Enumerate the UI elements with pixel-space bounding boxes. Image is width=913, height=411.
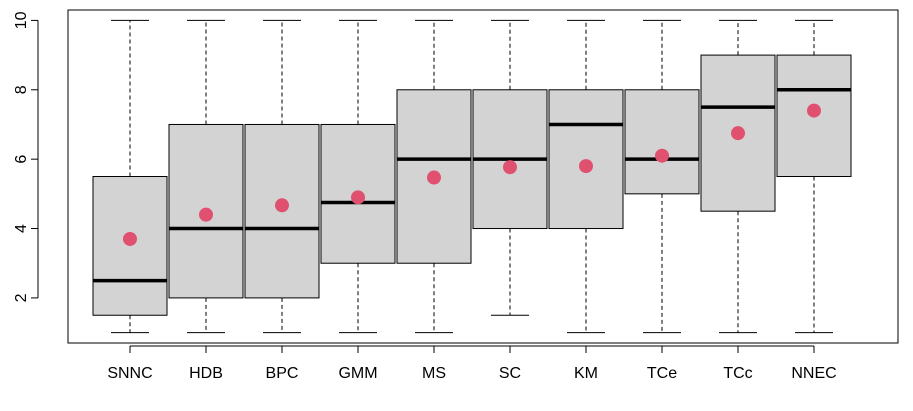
mean-marker — [275, 198, 289, 213]
box-group-ms — [396, 19, 472, 334]
x-tick-label: NNEC — [791, 365, 836, 382]
x-tick-label: HDB — [189, 365, 223, 382]
x-tick-label: SNNC — [107, 365, 152, 382]
x-tick-label: BPC — [266, 365, 299, 382]
x-tick-label: SC — [499, 365, 521, 382]
y-tick-label: 4 — [13, 224, 30, 233]
mean-marker — [427, 170, 441, 185]
y-tick-label: 6 — [13, 155, 30, 164]
box-group-sc — [472, 19, 548, 316]
x-tick-label: GMM — [338, 365, 377, 382]
box-group-tce — [624, 19, 700, 334]
mean-marker — [579, 159, 593, 174]
mean-marker — [807, 103, 821, 118]
x-tick-label: MS — [422, 365, 446, 382]
y-tick-label: 2 — [13, 293, 30, 302]
box-group-km — [548, 19, 624, 334]
iqr-box — [624, 89, 700, 195]
mean-marker — [731, 126, 745, 141]
mean-marker — [199, 207, 213, 222]
box-group-bpc — [244, 19, 320, 334]
x-tick-label: TCe — [647, 365, 677, 382]
plot-area — [92, 19, 852, 334]
x-tick-label: KM — [574, 365, 598, 382]
x-tick-label: TCc — [723, 365, 752, 382]
mean-marker — [655, 148, 669, 163]
mean-marker — [503, 160, 517, 175]
y-axis: 2 4 6 8 10 — [13, 11, 39, 302]
y-tick-label: 10 — [13, 11, 30, 29]
box-group-gmm — [320, 19, 396, 334]
box-group-snnc — [92, 19, 168, 334]
y-tick-label: 8 — [13, 85, 30, 94]
mean-marker — [123, 231, 137, 246]
box-group-nnec — [776, 19, 852, 334]
plot-frame — [67, 9, 899, 344]
box-group-tcc — [700, 19, 776, 334]
x-axis: SNNC HDB BPC GMM MS SC KM TCe TCc NNEC — [107, 345, 837, 382]
mean-marker — [351, 190, 365, 205]
box-group-hdb — [168, 19, 244, 334]
